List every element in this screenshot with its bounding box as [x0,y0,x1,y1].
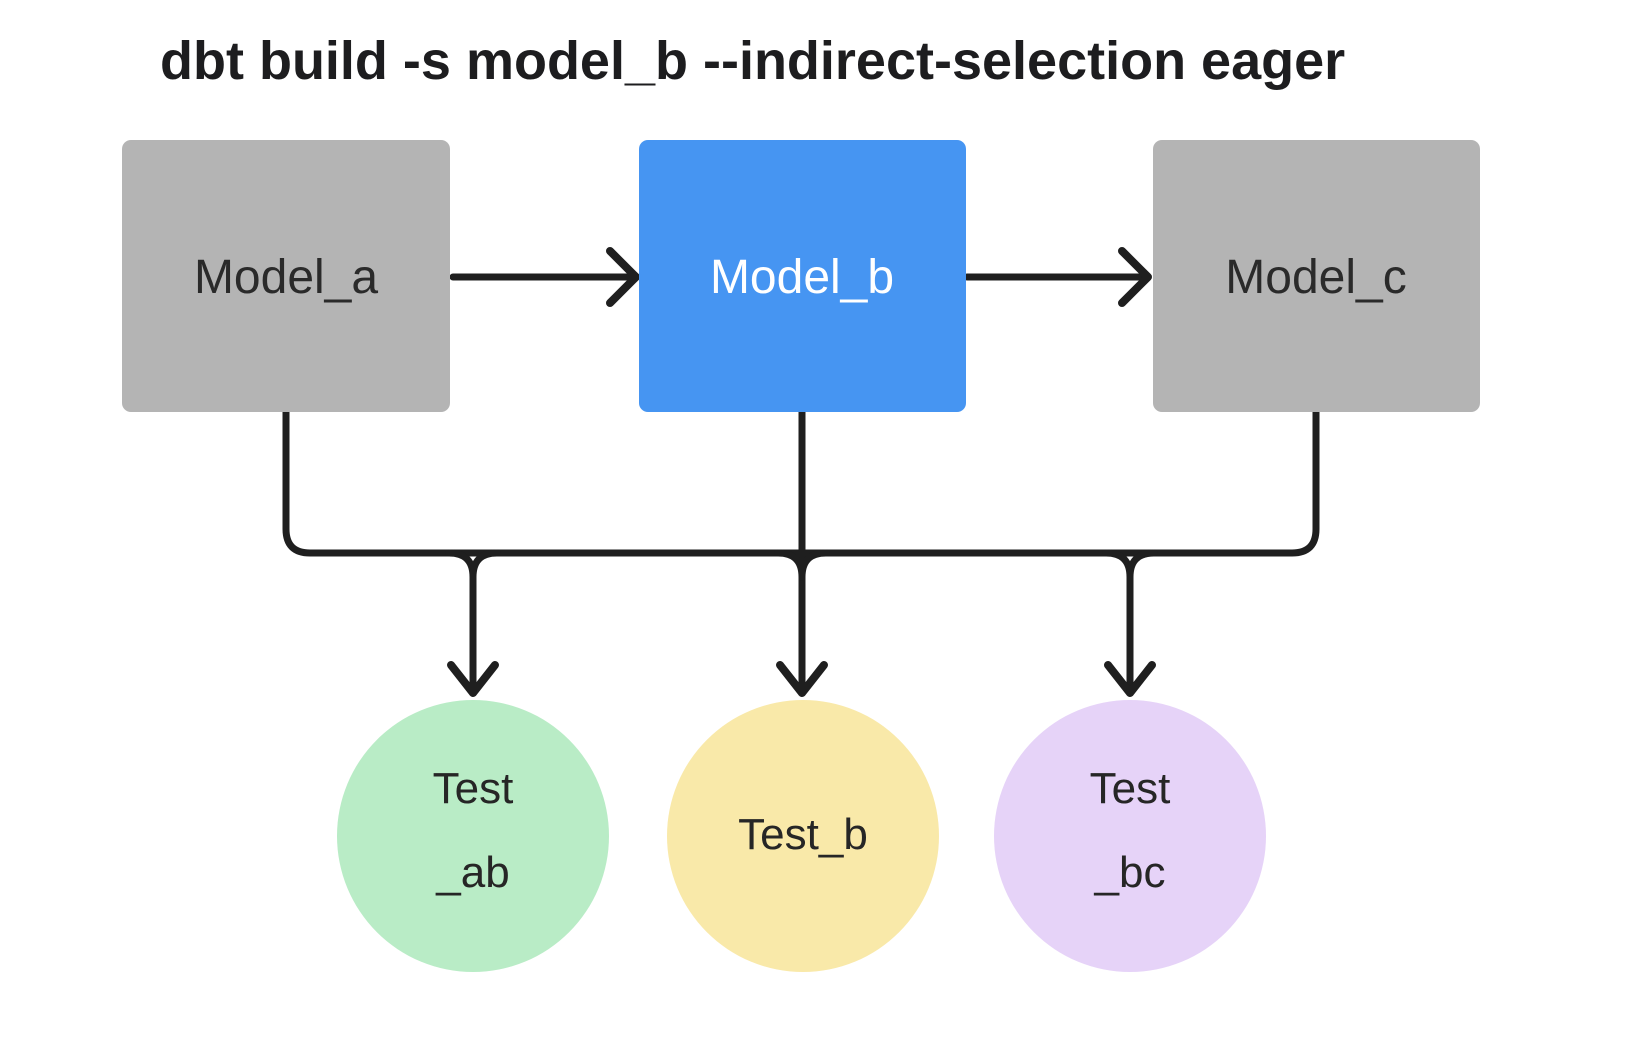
node-test-ab [337,700,609,972]
node-model-a-label: Model_a [194,251,378,304]
junction-fillet [1126,549,1158,581]
arrowhead-down-icon [776,661,828,697]
node-model-c-label: Model_c [1225,251,1406,304]
junction-fillet [798,549,830,581]
node-test-bc-label-line2: _bc [1094,848,1166,897]
arrowhead-right-icon [1118,247,1152,307]
model-nodes-layer: Model_a Model_b Model_c [122,140,1480,412]
edges-layer [282,247,1320,697]
arrowhead-right-icon [606,247,640,307]
node-test-bc [994,700,1266,972]
command-title: dbt build -s model_b --indirect-selectio… [160,31,1345,91]
node-test-ab-label-line1: Test [433,764,514,813]
node-model-c [1153,140,1480,412]
node-model-b-label: Model_b [710,251,894,304]
junction-fillet [469,549,501,581]
arrowhead-down-icon [1104,661,1156,697]
node-test-b [667,700,939,972]
node-test-ab-label-line2: _ab [435,848,509,897]
node-model-a [122,140,450,412]
test-nodes-layer: Test _ab Test_b Test _bc [337,700,1266,972]
arrowhead-down-icon [447,661,499,697]
node-test-bc-label-line1: Test [1090,764,1171,813]
node-model-b-selected [639,140,966,412]
node-test-b-label: Test_b [738,810,868,859]
